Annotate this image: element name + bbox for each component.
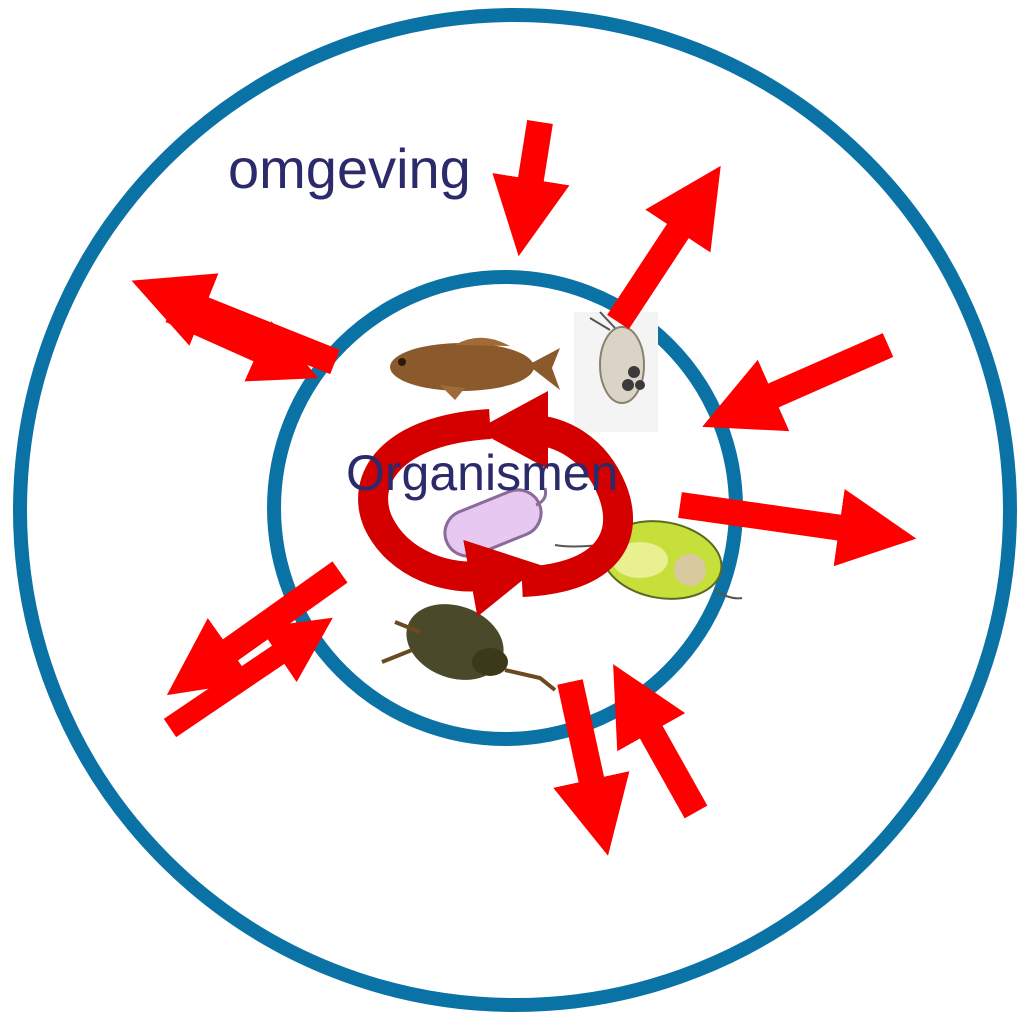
arrow-right-out: [678, 488, 917, 567]
arrow-left-in: [165, 301, 319, 382]
arrow-bottom-in: [613, 664, 708, 819]
internal-cycle-arrow: [358, 391, 634, 617]
arrow-top-right-out: [607, 165, 721, 330]
algae-cell-icon: [554, 520, 743, 600]
environment-ring: [13, 8, 1017, 1012]
arrow-top-in: [492, 119, 570, 257]
water-beetle-icon: [381, 604, 557, 692]
arrow-right-in: [702, 333, 894, 432]
water-flea-icon: [574, 311, 658, 432]
environment-label: omgeving: [228, 137, 471, 200]
organisms-label: Organismen: [346, 445, 618, 501]
fish-icon: [390, 337, 560, 400]
arrow-lower-left-in: [163, 617, 333, 738]
exchange-arrows: [131, 119, 917, 856]
arrow-bottom-out: [553, 679, 630, 856]
